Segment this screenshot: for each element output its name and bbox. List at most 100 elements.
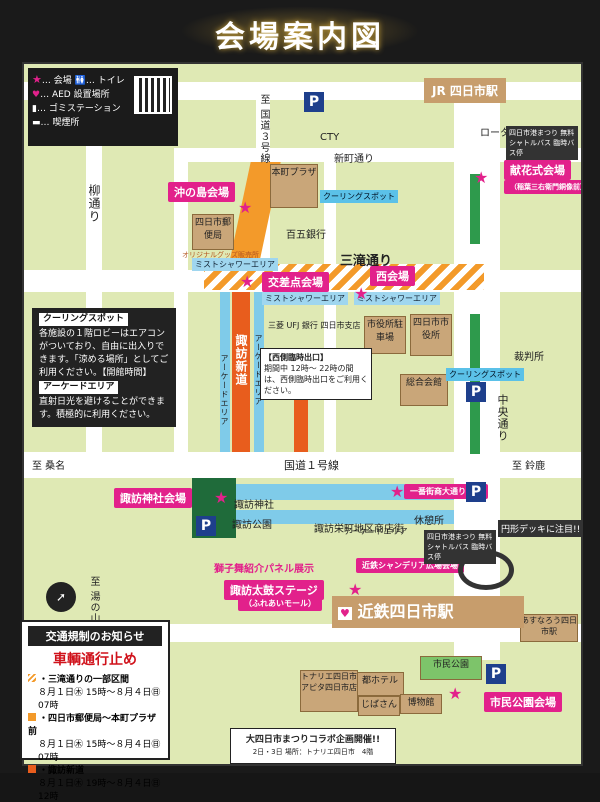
collab-poster: 大四日市まつりコラボ企画開催!! 2日・3日 場所：トナリエ四日市 4階	[230, 728, 396, 764]
venue-shimin[interactable]: 市民公園会場	[484, 692, 562, 712]
suwa-shinmichi-strip	[232, 292, 250, 452]
venue-kosaten[interactable]: 交差点会場	[262, 272, 329, 292]
deck-note: 円形デッキに注目!!	[498, 520, 581, 537]
asunarou-label: あすなろう四日市駅	[521, 616, 577, 636]
venue-nishi[interactable]: 西会場	[370, 266, 415, 286]
arcade-info-head: アーケードエリア	[39, 381, 119, 394]
venue-star-icon: ★	[240, 272, 255, 291]
legend-garbage: ▮… ゴミステーション	[32, 102, 174, 116]
garbage-icon: ▮	[32, 104, 37, 114]
cooling-spot-a: クーリングスポット	[320, 190, 398, 203]
shuttle-stop-b: 四日市港まつり 無料シャトルバス 臨時バス停	[424, 530, 496, 564]
notice-head: 交通規制のお知らせ	[28, 626, 162, 646]
notice-item: ・四日市郵便局〜本町プラザ前	[28, 711, 162, 737]
notice-item-name: ・諏訪新道	[39, 766, 85, 776]
asunarou-station: あすなろう四日市駅	[520, 614, 578, 642]
shinsenkan-label: じばさん	[360, 700, 397, 710]
hakubutsukan-bldg: 博物館	[400, 694, 442, 714]
mist-area-b: ミストシャワーエリア	[262, 292, 348, 305]
notice-item-name: ・四日市郵便局〜本町プラザ前	[28, 714, 157, 737]
arcade-label-w: アーケードエリア	[220, 354, 229, 426]
kintetsu-station: ♥ 近鉄四日市駅	[332, 596, 524, 628]
shimin-koen-label: 市民公園	[432, 660, 469, 670]
venue-star-icon: ★	[214, 488, 229, 507]
jr-station: JR 四日市駅	[424, 78, 506, 103]
post-label: 四日市郵便局	[194, 218, 231, 241]
nishi-exit-box: 【西側臨時出口】 期間中 12時〜 22時の間は、西側臨時出口をご利用ください。	[260, 348, 372, 400]
goods-label: オリジナルグッズ販売所	[182, 251, 259, 259]
sanki-label: 三滝通り	[340, 254, 393, 269]
shinsenkan-bldg: じばさん	[358, 696, 400, 716]
chuo-green-strip-n	[470, 174, 480, 244]
arcade-east	[254, 292, 264, 452]
venue-kenka[interactable]: 献花式会場	[504, 160, 571, 180]
arcade-south	[224, 484, 454, 500]
parking-icon: P	[466, 482, 486, 502]
arcade-west	[220, 292, 230, 452]
yanagi-label: 柳通り	[87, 184, 101, 223]
closed-swatch	[28, 765, 36, 773]
notice-item-time: ８月１日㊍ 19時〜８月４日㊐12時	[38, 779, 161, 802]
arcade-label-e: アーケードエリア	[254, 334, 263, 406]
legend-box: ★… 会場 🚻… トイレ ♥… AED 設置場所 ▮… ゴミステーション ▬… …	[28, 68, 178, 146]
legend-aed: ♥… AED 設置場所	[32, 88, 174, 102]
parking-icon: P	[486, 664, 506, 684]
map-frame: 会場案内図 ★… 会場 🚻… トイレ ♥… AED 設置場所 ▮… ゴミステーシ…	[20, 6, 583, 802]
venue-star-icon: ★	[448, 684, 463, 703]
notice-item-time: ８月１日㊍ 15時〜８月４日㊐07時	[38, 740, 161, 763]
qr-code[interactable]	[134, 76, 172, 114]
kyukei-label: 休憩所	[414, 516, 444, 527]
legend-aed-label: … AED 設置場所	[40, 90, 110, 100]
hakubutsukan-label: 博物館	[407, 698, 435, 708]
suzuka-label: 至 鈴鹿	[512, 461, 546, 472]
legend-venue: ★… 会場 🚻… トイレ	[32, 72, 174, 88]
honmachi-label: 本町プラザ	[271, 168, 317, 178]
toilet-icon: 🚻	[74, 76, 86, 86]
venue-suwa[interactable]: 諏訪神社会場	[114, 488, 192, 508]
nishi-exit-title: 【西側臨時出口】	[264, 353, 328, 362]
closed-swatch	[28, 674, 36, 682]
collab-title: 大四日市まつりコラボ企画開催!!	[245, 735, 381, 745]
parking-icon: P	[304, 92, 324, 112]
suwa-koen-label: 諏訪公園	[232, 520, 272, 531]
honmachi-plaza: 本町プラザ	[270, 164, 318, 208]
cooling-info-head: クーリングスポット	[39, 313, 129, 326]
post-office: 四日市郵便局	[192, 214, 234, 250]
venue-star-icon: ★	[238, 198, 253, 217]
arcade-south-2	[224, 510, 454, 524]
venue-star-icon: ★	[390, 482, 405, 501]
notice-item-time: ８月１日㊍ 15時〜８月４日㊐07時	[38, 688, 161, 711]
kuwana-label: 至 桑名	[32, 461, 66, 472]
shiyakusho-label: 四日市市役所	[412, 318, 449, 341]
legend-smoking-label: … 喫煙所	[40, 118, 80, 128]
shiyakusho-bldg: 四日市市役所	[410, 314, 452, 356]
arcade-info-box: アーケードエリア 直射日光を避けることができます。積極的に利用ください。	[32, 376, 176, 427]
toyoko-bldg: トナリエ四日市 アピタ四日市店	[300, 670, 358, 712]
star-icon: ★	[32, 73, 42, 86]
venue-okinoshima[interactable]: 沖の島会場	[168, 182, 235, 202]
arcade-label-s: アーケードエリア	[344, 527, 408, 536]
mist-area-c: ミストシャワーエリア	[354, 292, 440, 305]
chuo-label: 中央通り	[496, 394, 509, 442]
shuttle-stop-a: 四日市港まつり 無料シャトルバス 臨時バス停	[506, 126, 578, 160]
kokudo3-label: 至 国道３号線	[258, 94, 269, 165]
notice-item: ・諏訪新道	[28, 763, 162, 776]
arcade-info-body: 直射日光を避けることができます。積極的に利用ください。	[39, 397, 166, 420]
parking-icon: P	[466, 382, 486, 402]
map-title: 会場案内図	[215, 20, 385, 55]
parking-icon: P	[196, 516, 216, 536]
title-glow	[180, 6, 420, 56]
arcade-south-orange	[294, 394, 308, 452]
saibansho-label: 裁判所	[514, 352, 544, 363]
suwa-jinja-label: 諏訪神社	[234, 500, 274, 511]
yunoyama-label: 至 湯の山	[88, 576, 99, 625]
venue-taiko[interactable]: 諏訪太鼓ステージ	[224, 580, 324, 600]
toyoko-label: トナリエ四日市 アピタ四日市店	[301, 672, 357, 692]
mid-road-a	[324, 162, 336, 452]
mufg-label: 三菱 UFJ 銀行 四日市支店	[268, 321, 361, 330]
rotary-label: ロータリー	[480, 128, 530, 139]
shinmachi-label: 新町通り	[334, 154, 374, 165]
notice-item: ・三滝通りの一部区間	[28, 672, 162, 685]
aed-icon: ♥	[338, 607, 352, 620]
suwa-shinmichi-label: 諏訪新道	[234, 334, 248, 386]
